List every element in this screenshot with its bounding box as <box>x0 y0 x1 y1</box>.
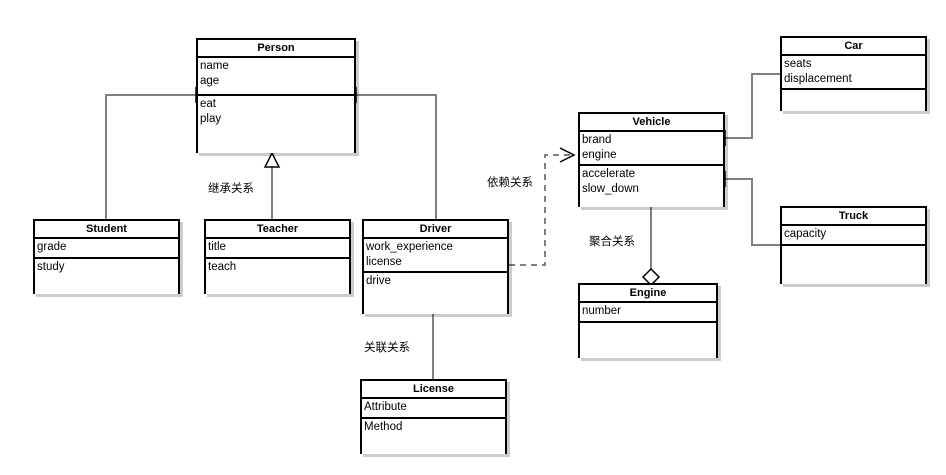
class-title: Engine <box>580 285 716 303</box>
class-box-person[interactable]: Person name age eat play <box>196 38 356 153</box>
edge-vehicle-engine[interactable] <box>641 207 661 287</box>
class-title: Student <box>35 221 178 239</box>
class-box-car[interactable]: Car seats displacement <box>780 36 927 111</box>
class-operation: accelerate <box>582 168 636 180</box>
class-box-driver[interactable]: Driver work_experience license drive <box>362 219 509 314</box>
class-attribute: capacity <box>784 228 827 240</box>
class-attributes: number <box>580 303 716 323</box>
class-operations: Method <box>362 419 505 454</box>
class-box-teacher[interactable]: Teacher title teach <box>204 219 351 294</box>
edge-driver-vehicle[interactable] <box>509 147 576 266</box>
class-operations <box>782 90 925 111</box>
class-operation: teach <box>208 261 237 273</box>
class-box-truck[interactable]: Truck capacity <box>780 206 927 284</box>
class-operation: play <box>200 113 222 125</box>
class-attribute: brand <box>582 134 612 146</box>
class-attributes: brand engine <box>580 132 723 166</box>
relationship-label-association: 关联关系 <box>364 342 410 354</box>
edge-driver-person[interactable] <box>340 86 437 219</box>
class-title: License <box>362 381 505 399</box>
class-title: Person <box>198 40 354 58</box>
class-operations: drive <box>364 273 507 314</box>
class-attribute: work_experience <box>366 241 453 253</box>
hollow-triangle-icon <box>263 151 281 168</box>
class-attributes: work_experience license <box>364 239 507 273</box>
class-operations: teach <box>206 259 349 294</box>
open-arrow-icon <box>559 147 576 163</box>
class-attributes: seats displacement <box>782 56 925 90</box>
class-title: Truck <box>782 208 925 226</box>
class-box-engine[interactable]: Engine number <box>578 283 718 358</box>
class-operation: study <box>37 261 65 273</box>
class-title: Car <box>782 38 925 56</box>
class-operation: eat <box>200 98 216 110</box>
class-attributes: grade <box>35 239 178 259</box>
class-operation: slow_down <box>582 183 639 195</box>
class-operation: drive <box>366 275 391 287</box>
edge-teacher-person[interactable] <box>263 151 281 219</box>
class-operation: Method <box>364 421 403 433</box>
class-attribute: title <box>208 241 226 253</box>
class-attributes: name age <box>198 58 354 96</box>
class-title: Vehicle <box>580 114 723 132</box>
class-box-vehicle[interactable]: Vehicle brand engine accelerate slow_dow… <box>578 112 725 207</box>
relationship-label-aggregation: 聚合关系 <box>589 236 635 248</box>
class-attribute: name <box>200 60 229 72</box>
class-attribute: number <box>582 305 621 317</box>
class-attribute: engine <box>582 149 617 161</box>
class-attribute: displacement <box>784 73 852 85</box>
class-title: Driver <box>364 221 507 239</box>
relationship-label-dependency: 依赖关系 <box>487 177 533 189</box>
class-operations: study <box>35 259 178 294</box>
class-attributes: title <box>206 239 349 259</box>
class-attribute: Attribute <box>364 401 407 413</box>
class-attribute: license <box>366 256 402 268</box>
class-operations: eat play <box>198 96 354 153</box>
class-operations <box>580 323 716 358</box>
class-title: Teacher <box>206 221 349 239</box>
relationship-label-inheritance: 继承关系 <box>208 183 254 195</box>
class-operations <box>782 246 925 284</box>
class-attribute: grade <box>37 241 67 253</box>
class-attribute: age <box>200 75 220 87</box>
class-box-license[interactable]: License Attribute Method <box>360 379 507 454</box>
class-operations: accelerate slow_down <box>580 166 723 207</box>
class-attributes: capacity <box>782 226 925 246</box>
edge-student-person[interactable] <box>105 86 212 219</box>
class-box-student[interactable]: Student grade study <box>33 219 180 294</box>
class-attributes: Attribute <box>362 399 505 419</box>
class-attribute: seats <box>784 58 812 70</box>
